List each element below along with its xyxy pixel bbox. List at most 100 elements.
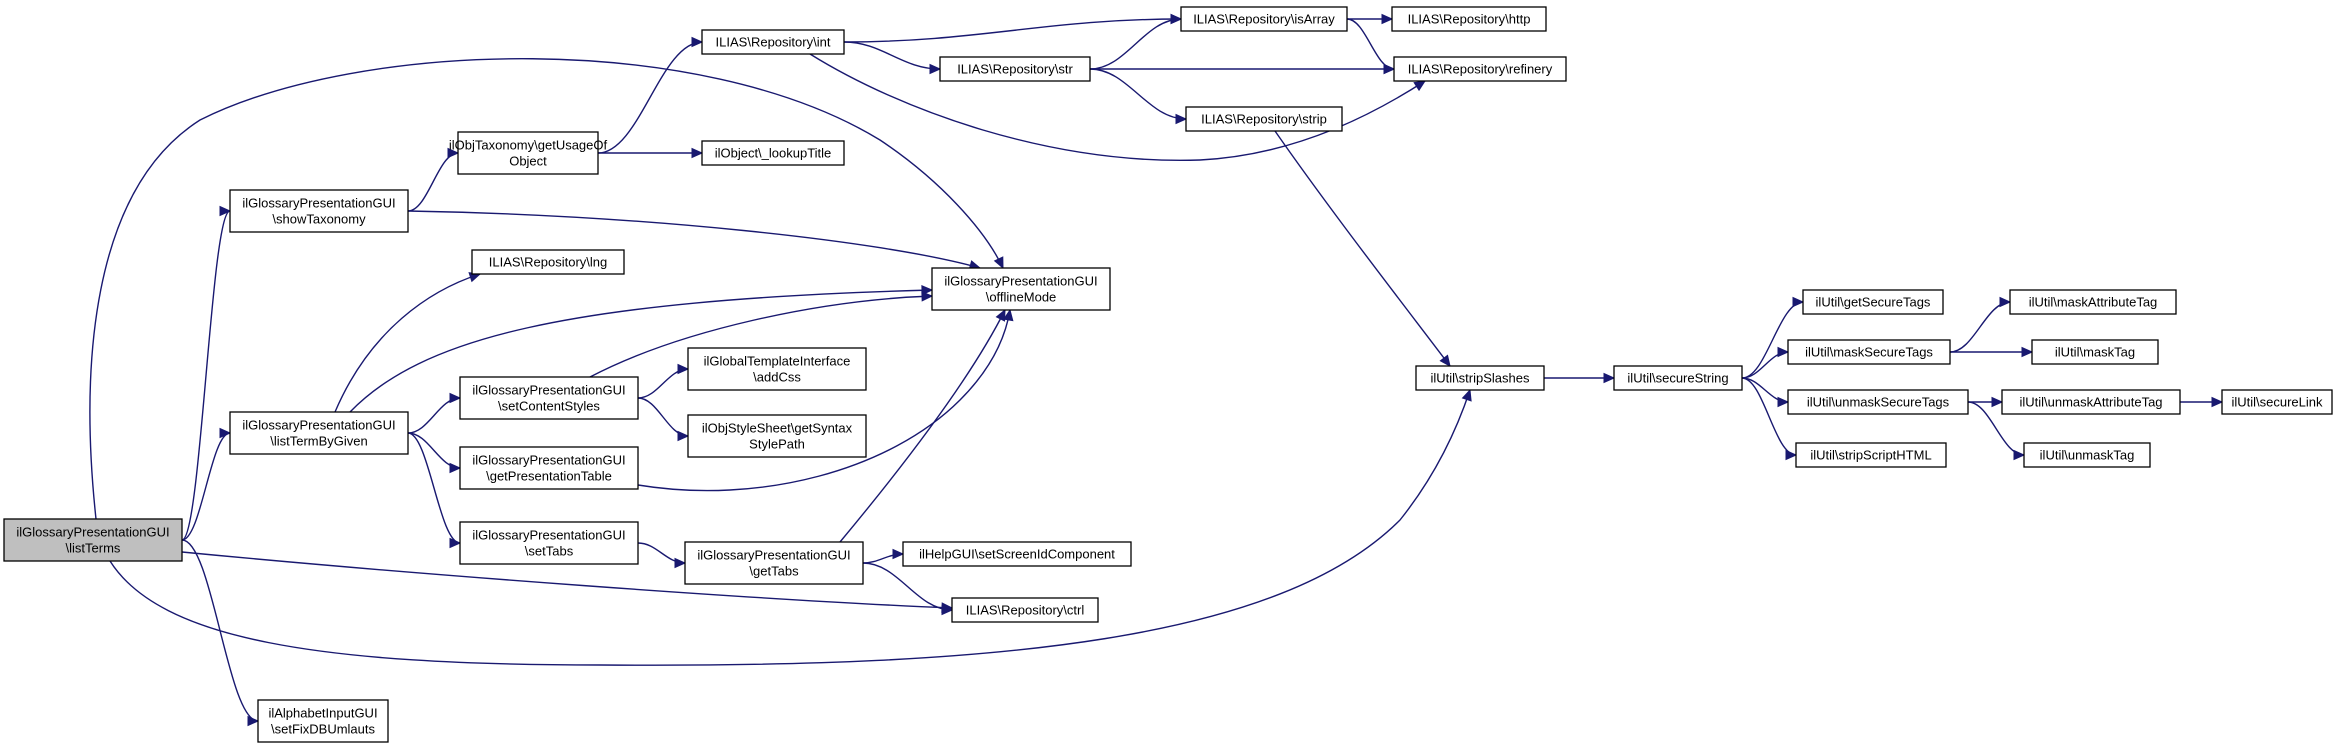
node-box (229, 411, 409, 455)
node-http[interactable]: ILIAS\Repository\http (1391, 6, 1547, 32)
node-unmaskSecureTags[interactable]: ilUtil\unmaskSecureTags (1787, 389, 1969, 415)
node-stripSlashes[interactable]: ilUtil\stripSlashes (1415, 365, 1545, 391)
node-isArray[interactable]: ILIAS\Repository\isArray (1180, 6, 1348, 32)
node-unmaskAttributeTag[interactable]: ilUtil\unmaskAttributeTag (2001, 389, 2181, 415)
node-label-line: ilUtil\getSecureTags (1816, 295, 1931, 310)
node-getSecureTags[interactable]: ilUtil\getSecureTags (1802, 289, 1944, 315)
edge-line (637, 309, 1011, 492)
node-showTaxonomy[interactable]: ilGlossaryPresentationGUI\showTaxonomy (229, 189, 409, 233)
node-box (2001, 389, 2181, 415)
edge-line (843, 18, 1182, 43)
node-lookupTitle[interactable]: ilObject\_lookupTitle (701, 140, 845, 166)
edge-line (181, 210, 231, 541)
edge-isArray-to-http (1347, 13, 1394, 25)
node-label-line: ilGlobalTemplateInterface (704, 354, 851, 369)
edge-listTerms-to-setFixDBUmlauts (181, 539, 260, 727)
edge-maskSecureTags-to-maskTag (1949, 346, 2034, 358)
node-listTermByGiven[interactable]: ilGlossaryPresentationGUI\listTermByGive… (229, 411, 409, 455)
edge-int-to-str (843, 41, 942, 75)
edge-line (809, 53, 1426, 162)
edge-str-to-strip (1089, 68, 1188, 125)
edge-getTabs-to-ctrl (862, 562, 954, 616)
edge-int-to-refinery (809, 53, 1427, 162)
edge-stripSlashes-to-secureString (1543, 372, 1616, 384)
node-box (459, 446, 639, 490)
edge-line (1949, 301, 2011, 353)
node-box (459, 376, 639, 420)
node-box (257, 699, 389, 743)
edge-line (109, 389, 1471, 666)
edge-arrowhead (1170, 13, 1183, 25)
node-refinery[interactable]: ILIAS\Repository\refinery (1393, 56, 1567, 82)
node-getPresentationTable[interactable]: ilGlossaryPresentationGUI\getPresentatio… (459, 446, 639, 490)
node-lng[interactable]: ILIAS\Repository\lng (471, 249, 625, 275)
node-label-line: ilUtil\maskTag (2055, 345, 2135, 360)
node-strip[interactable]: ILIAS\Repository\strip (1185, 106, 1343, 132)
node-label-line: \getTabs (749, 564, 799, 579)
node-label-line: \listTermByGiven (270, 434, 368, 449)
edge-arrowhead (691, 36, 704, 48)
edge-listTermByGiven-to-lng (334, 272, 482, 413)
node-ctrl[interactable]: ILIAS\Repository\ctrl (951, 597, 1099, 623)
edge-arrowhead (219, 427, 232, 439)
node-box (684, 541, 864, 585)
edge-arrowhead (929, 63, 942, 75)
node-int[interactable]: ILIAS\Repository\int (701, 29, 845, 55)
node-label-line: \addCss (753, 370, 801, 385)
node-setTabs[interactable]: ilGlossaryPresentationGUI\setTabs (459, 521, 639, 565)
node-label-line: ILIAS\Repository\strip (1201, 112, 1327, 127)
node-addCss[interactable]: ilGlobalTemplateInterface\addCss (687, 347, 867, 391)
node-maskTag[interactable]: ilUtil\maskTag (2031, 339, 2159, 365)
edge-listTerms-to-stripSlashes (109, 388, 1472, 666)
edge-arrowhead (674, 557, 687, 569)
edge-arrowhead (691, 147, 704, 159)
edge-setTabs-to-getTabs (637, 542, 687, 569)
edge-listTermByGiven-to-getPresentationTable (407, 432, 462, 474)
edge-listTermByGiven-to-setTabs (407, 432, 462, 549)
edges-layer (89, 13, 2224, 727)
edge-listTerms-to-offlineMode (89, 58, 1004, 520)
node-maskAttributeTag[interactable]: ilUtil\maskAttributeTag (2009, 289, 2177, 315)
node-setContentStyles[interactable]: ilGlossaryPresentationGUI\setContentStyl… (459, 376, 639, 420)
node-getTabs[interactable]: ilGlossaryPresentationGUI\getTabs (684, 541, 864, 585)
edge-line (349, 289, 933, 413)
edge-arrowhead (993, 256, 1004, 270)
edge-int-to-isArray (843, 13, 1183, 43)
node-str[interactable]: ILIAS\Repository\str (939, 56, 1091, 82)
node-label-line: \offlineMode (986, 290, 1057, 305)
edge-arrowhead (892, 548, 905, 560)
node-listTerms[interactable]: ilGlossaryPresentationGUI\listTerms (3, 518, 183, 562)
edge-arrowhead (1999, 296, 2012, 308)
edge-strip-to-stripSlashes (1274, 130, 1451, 367)
node-box (939, 56, 1091, 82)
node-setScreenIdComponent[interactable]: ilHelpGUI\setScreenIdComponent (902, 541, 1132, 567)
node-label-line: ILIAS\Repository\isArray (1193, 12, 1335, 27)
edge-setContentStyles-to-offlineMode (589, 291, 934, 378)
edge-arrowhead (1777, 346, 1790, 358)
node-box (701, 29, 845, 55)
edge-arrowhead (449, 537, 462, 549)
node-maskSecureTags[interactable]: ilUtil\maskSecureTags (1787, 339, 1951, 365)
edge-line (1346, 18, 1395, 70)
edge-line (181, 432, 231, 541)
node-label-line: ilGlossaryPresentationGUI (697, 548, 850, 563)
node-stripScriptHTML[interactable]: ilUtil\stripScriptHTML (1795, 442, 1947, 468)
node-box (1795, 442, 1947, 468)
edge-arrowhead (447, 147, 460, 159)
node-setFixDBUmlauts[interactable]: ilAlphabetInputGUI\setFixDBUmlauts (257, 699, 389, 743)
node-secureLink[interactable]: ilUtil\secureLink (2221, 389, 2333, 415)
node-label-line: StylePath (749, 437, 805, 452)
edge-arrowhead (247, 715, 260, 727)
node-label-line: ilUtil\maskAttributeTag (2029, 295, 2158, 310)
edge-secureString-to-getSecureTags (1741, 296, 1805, 379)
node-secureString[interactable]: ilUtil\secureString (1613, 365, 1743, 391)
node-offlineMode[interactable]: ilGlossaryPresentationGUI\offlineMode (931, 267, 1111, 311)
nodes-layer: ilGlossaryPresentationGUI\listTermsilGlo… (3, 6, 2333, 743)
node-label-line: ILIAS\Repository\lng (489, 255, 608, 270)
edge-secureString-to-maskSecureTags (1741, 346, 1790, 379)
node-label-line: \setContentStyles (498, 399, 600, 414)
node-label-line: \listTerms (66, 541, 121, 556)
node-unmaskTag[interactable]: ilUtil\unmaskTag (2023, 442, 2151, 468)
